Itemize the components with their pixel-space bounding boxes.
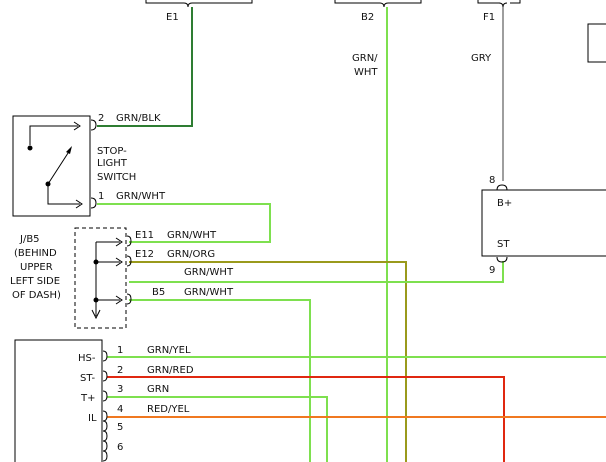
switch-pin2-mark [90,119,97,131]
jb5-branch-e12 [96,257,123,267]
top-connector-b2: B2 [334,0,422,23]
junction-block-jb5: J/B5 (BEHIND UPPER LEFT SIDE OF DASH) E1… [10,227,234,329]
wire-label-wht: WHT [354,67,378,78]
gauge-connector: HS- ST- T+ IL 1 GRN/YEL 2 GRN/RED 3 GRN … [14,339,194,462]
module-b-plus: B+ [497,198,512,209]
wire-grn-wht-st [129,261,504,283]
wire-grn [107,396,328,462]
switch-pin-1: 1 [98,191,104,202]
jb5-wire-e12: GRN/ORG [167,249,215,260]
jb5-pin-b5-mark [126,293,132,305]
wire-label-gry: GRY [471,53,492,64]
jb5-label-line-1: J/B5 [19,234,40,245]
jb5-pin-b5: B5 [152,287,165,298]
top-connector-e1: E1 [145,0,253,23]
jb5-pin-e12: E12 [135,249,154,260]
switch-label-line-1: STOP- [97,146,127,157]
switch-pin-2: 2 [98,113,104,124]
top-connector-f1: F1 [477,0,521,23]
jb5-wire-st: GRN/WHT [184,267,234,278]
gauge-wire-3: GRN [147,384,169,395]
jb5-label-line-3: UPPER [20,262,53,273]
top-right-component-edge [587,23,606,63]
switch-contact-top [27,145,33,151]
wire-grn-wht-b5 [129,299,311,462]
module-pin8-mark [496,184,508,191]
switch-wire-1: GRN/WHT [116,191,166,202]
gauge-pin-1: 1 [117,345,123,356]
gauge-wire-4: RED/YEL [147,404,190,415]
module-pin-9: 9 [489,265,495,276]
wire-grn-org [129,261,407,462]
gauge-pin-3: 3 [117,384,123,395]
switch-pin1-mark [90,197,97,209]
gauge-pin-5: 5 [117,422,123,433]
jb5-pin-e11-mark [126,235,132,247]
jb5-label-line-4: LEFT SIDE [10,276,60,287]
jb5-label-line-5: OF DASH) [12,290,61,301]
gauge-pin-2: 2 [117,365,123,376]
switch-label-line-3: SWITCH [97,172,136,183]
right-module: 8 9 B+ ST [481,175,606,276]
switch-terminal-top [29,121,81,145]
jb5-internal-bus [91,242,101,320]
gauge-connector-box [14,339,103,462]
wire-grn-blk [97,7,193,127]
jb5-branch-e11 [96,237,123,247]
module-pin9-mark [496,256,508,263]
switch-actuator [66,146,72,154]
jb5-node-e12 [93,259,99,265]
gauge-signal-st: ST- [80,373,96,384]
jb5-label-line-2: (BEHIND [14,248,57,259]
wire-grn-red-red [107,376,505,462]
jb5-pin-e11: E11 [135,230,154,241]
connector-label-b2: B2 [361,12,374,23]
jb5-wire-e11: GRN/WHT [167,230,217,241]
stop-light-switch: 2 GRN/BLK 1 GRN/WHT STOP- LIGHT SWITCH [12,113,166,217]
jb5-node-b5 [93,297,99,303]
module-st: ST [497,239,510,250]
gauge-wire-1: GRN/YEL [147,345,191,356]
jb5-dashed-box [74,227,127,329]
switch-wire-2: GRN/BLK [116,113,161,124]
connector-label-f1: F1 [483,12,495,23]
switch-terminal-bottom [47,184,83,209]
jb5-branch-b5 [96,295,123,305]
switch-blade [47,149,71,185]
gauge-signal-il: IL [88,413,97,424]
gauge-pin-6: 6 [117,442,123,453]
switch-box [12,115,91,217]
wire-grn-wht-switch [97,203,271,243]
jb5-pin-e12-mark [126,255,132,267]
switch-label-line-2: LIGHT [97,158,128,169]
gauge-pin-4: 4 [117,404,123,415]
jb5-wire-b5: GRN/WHT [184,287,234,298]
gauge-pin-marks [102,350,108,462]
module-box [481,189,606,257]
gauge-signal-t: T+ [80,393,96,404]
gauge-wire-2: GRN/RED [147,365,194,376]
module-pin-8: 8 [489,175,495,186]
wire-label-grn: GRN/ [352,53,378,64]
gauge-signal-hs: HS- [78,353,96,364]
connector-label-e1: E1 [166,12,179,23]
